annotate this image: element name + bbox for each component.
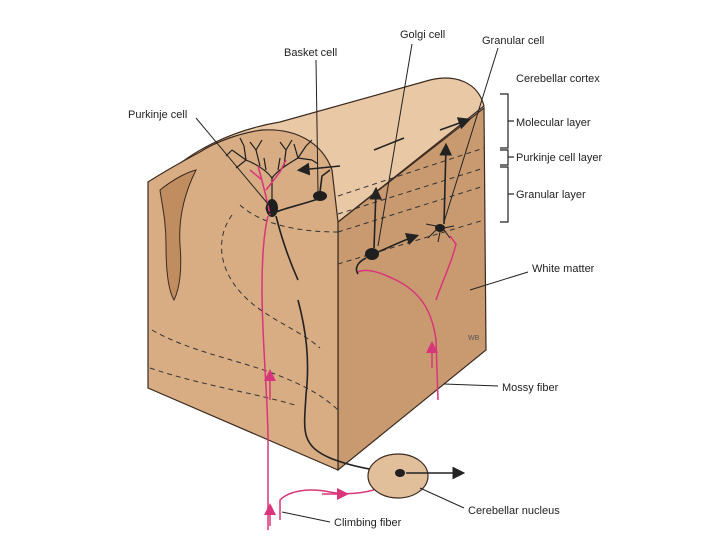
label-cerebellar-nucleus: Cerebellar nucleus [468,505,560,517]
climbing-fiber-branch [279,485,385,520]
granular-cell [425,142,455,243]
bracket-granular [500,166,509,223]
leader-golgi [377,43,413,247]
basket-dendrite [319,169,331,193]
golgi-axon [377,232,420,253]
purkinje-axon [275,215,299,281]
label-golgi-cell: Golgi cell [400,29,445,41]
basket-soma [313,191,327,201]
leader-lines [195,43,529,523]
layer-boundary-side-3 [337,185,485,233]
layer-brackets [500,93,514,223]
label-molecular-layer: Molecular layer [516,117,591,129]
layer-boundary-front-4 [149,367,296,406]
leader-granular [443,47,499,223]
white-matter-fold [159,169,197,302]
layer-boundary-front-2 [221,214,321,349]
golgi-soma [365,248,379,260]
label-granular-layer: Granular layer [516,189,586,201]
layer-boundary-side-1 [337,147,485,197]
leader-white-matter [469,271,529,291]
label-granular-cell: Granular cell [482,35,544,47]
cerebellar-nucleus [367,453,466,499]
leader-climbing [281,511,331,523]
mossy-fiber-branch [435,235,457,301]
label-climbing-fiber: Climbing fiber [334,517,402,529]
mossy-fiber [357,235,457,401]
purkinje-dendritic-tree [225,137,319,200]
mossy-fiber-main [357,269,439,401]
label-cerebellar-cortex: Cerebellar cortex [516,73,600,85]
bracket-purkinje [500,149,509,166]
purkinje-axon-to-nucleus [297,299,391,473]
layer-boundary-front-1 [239,204,339,233]
parallel-fiber-arrow-1 [296,162,341,176]
granular-axon [439,142,453,225]
basket-axon [265,198,319,214]
label-mossy-fiber: Mossy fiber [502,382,559,394]
label-purkinje-cell: Purkinje cell [128,109,187,121]
granular-dendrites [425,223,455,243]
leader-basket [315,59,319,193]
leader-nucleus [419,487,465,509]
bracket-molecular [500,93,509,149]
label-basket-cell: Basket cell [284,47,337,59]
golgi-dendrite [369,186,383,249]
leader-purkinje [195,117,269,205]
purkinje-cell [225,137,391,473]
basket-cell [265,169,331,214]
label-purkinje-cell-layer: Purkinje cell layer [516,152,603,164]
block-front-face [147,129,339,471]
parallel-fiber-arrow-2 [439,117,472,131]
purkinje-climbing-arbor [249,159,287,216]
cerebellar-nucleus-neuron [395,469,405,477]
golgi-axon-tail [355,257,367,275]
climbing-fiber-main [261,215,269,530]
label-white-matter: White matter [532,263,595,275]
tissue-block [147,77,487,472]
climbing-fiber [261,215,385,530]
golgi-cell [355,186,420,275]
artist-initials: WB [468,335,480,342]
leader-mossy [443,383,499,387]
parallel-fiber-arrow-3 [373,137,405,151]
layer-boundary-side-2 [337,167,485,215]
granular-soma [435,224,445,232]
